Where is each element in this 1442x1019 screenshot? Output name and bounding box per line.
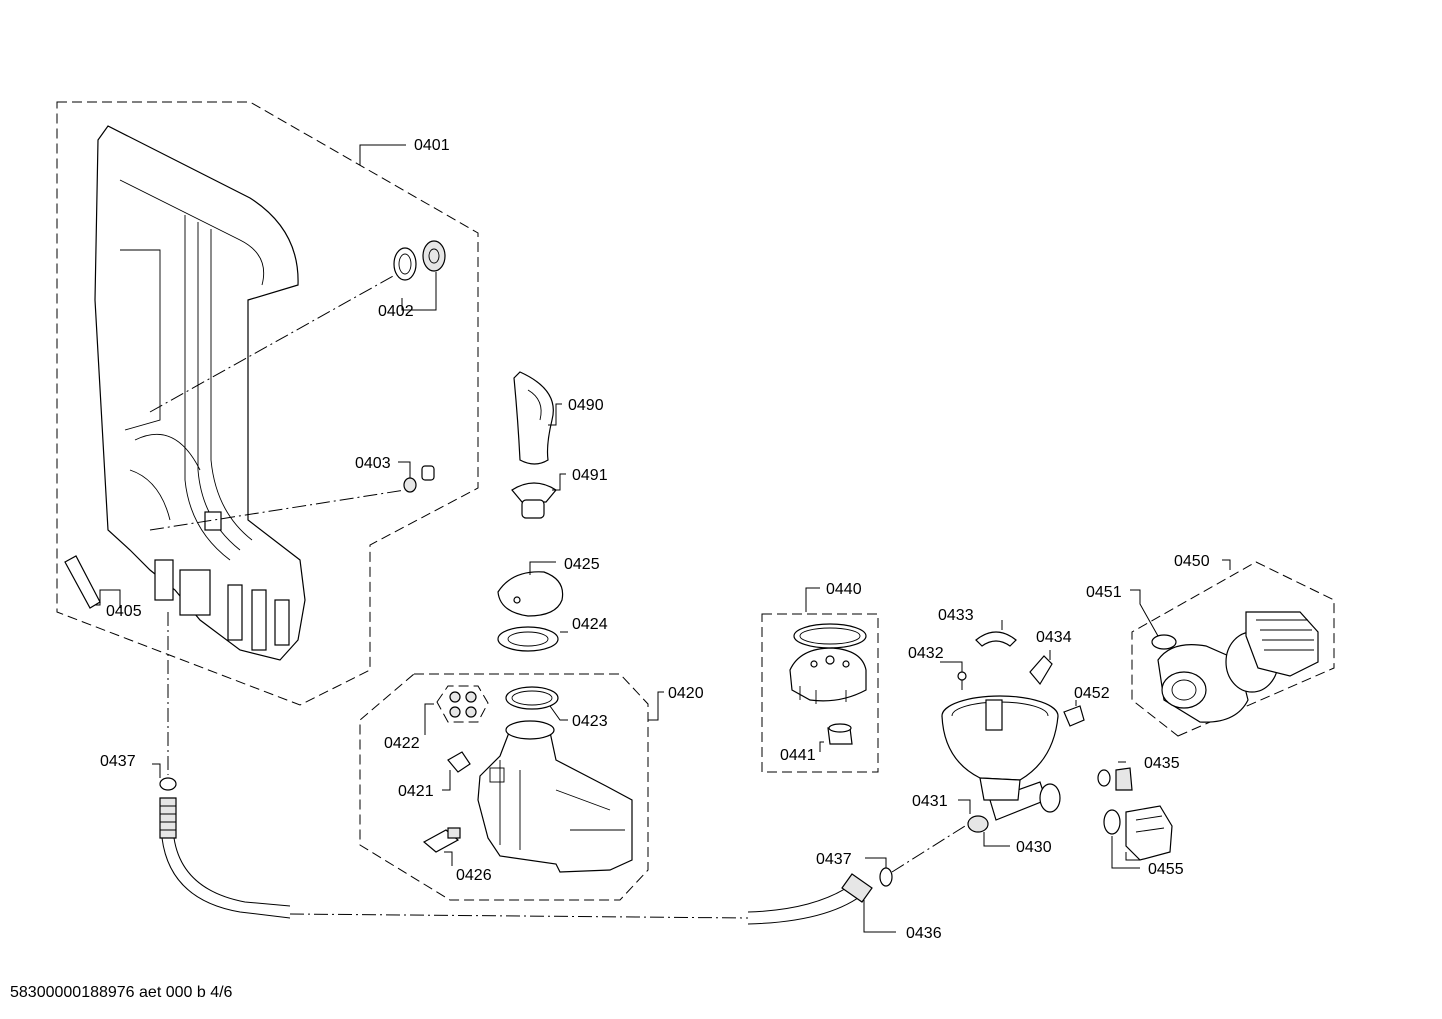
part-0451-clamp (1130, 589, 1177, 650)
part-0431-fitting (958, 799, 989, 833)
label-0437-right: 0437 (816, 851, 852, 868)
part-0434-bracket (1029, 650, 1053, 686)
part-0491-cap (511, 473, 566, 519)
part-0403-fittings (398, 461, 435, 493)
part-0452-clip (1063, 700, 1085, 727)
part-drain-hose (159, 797, 873, 925)
label-0436: 0436 (906, 925, 942, 942)
part-0425-lid (497, 561, 564, 617)
label-0432: 0432 (908, 645, 944, 662)
leader-0450 (1222, 559, 1231, 570)
label-0441: 0441 (780, 747, 816, 764)
document-reference: 58300000188976 aet 000 b 4/6 (10, 984, 233, 1001)
label-0451: 0451 (1086, 584, 1122, 601)
part-softener-body (477, 720, 633, 873)
leader-0430 (983, 832, 1010, 847)
leader-0401 (359, 144, 406, 165)
label-0437-left: 0437 (100, 753, 136, 770)
part-0424-ring (497, 626, 568, 652)
label-0402: 0402 (378, 303, 414, 320)
group-0440-boundary (761, 613, 879, 773)
part-0440-filter-housing (789, 623, 867, 704)
part-0422-plugs (424, 685, 489, 735)
part-0433-clip (975, 620, 1017, 647)
part-0421-valve (442, 751, 471, 791)
label-0422: 0422 (384, 735, 420, 752)
leader-0420 (648, 691, 664, 721)
axis-0431 (891, 825, 966, 873)
group-0420-boundary (359, 673, 649, 901)
part-0441-piece (819, 723, 853, 752)
label-0450: 0450 (1174, 553, 1210, 570)
label-0431: 0431 (912, 793, 948, 810)
part-0402-seal-and-cap (393, 240, 446, 311)
part-0437-ring-right (865, 857, 893, 887)
group-0450-boundary (1131, 561, 1335, 737)
label-0440: 0440 (826, 581, 862, 598)
part-0430-sump (941, 695, 1061, 821)
part-0405-clip (64, 555, 121, 609)
part-0490-funnel (513, 371, 562, 465)
axis-0403 (149, 489, 406, 531)
part-0437-ring-left (152, 763, 177, 791)
label-0426: 0426 (456, 867, 492, 884)
part-0432-screw (940, 661, 967, 690)
part-0426-sensor (422, 827, 461, 866)
label-0435: 0435 (1144, 755, 1180, 772)
part-0423-seal (505, 686, 568, 721)
leader-0440 (805, 587, 820, 612)
part-side-panel (94, 125, 306, 661)
label-0424: 0424 (572, 616, 608, 633)
part-0450-pump (1157, 611, 1319, 723)
label-0430: 0430 (1016, 839, 1052, 856)
label-0433: 0433 (938, 607, 974, 624)
label-0423: 0423 (572, 713, 608, 730)
label-0421: 0421 (398, 783, 434, 800)
label-0425: 0425 (564, 556, 600, 573)
label-0455: 0455 (1148, 861, 1184, 878)
axis-hose-lower (289, 913, 749, 919)
label-0420: 0420 (668, 685, 704, 702)
part-0435-sensor (1097, 761, 1133, 791)
label-0434: 0434 (1036, 629, 1072, 646)
label-0491: 0491 (572, 467, 608, 484)
label-0405: 0405 (106, 603, 142, 620)
group-0401-boundary (56, 101, 479, 706)
label-0490: 0490 (568, 397, 604, 414)
label-0403: 0403 (355, 455, 391, 472)
part-0455-heater (1103, 805, 1173, 869)
leader-0436 (863, 900, 896, 933)
label-0401: 0401 (414, 137, 450, 154)
label-0452: 0452 (1074, 685, 1110, 702)
